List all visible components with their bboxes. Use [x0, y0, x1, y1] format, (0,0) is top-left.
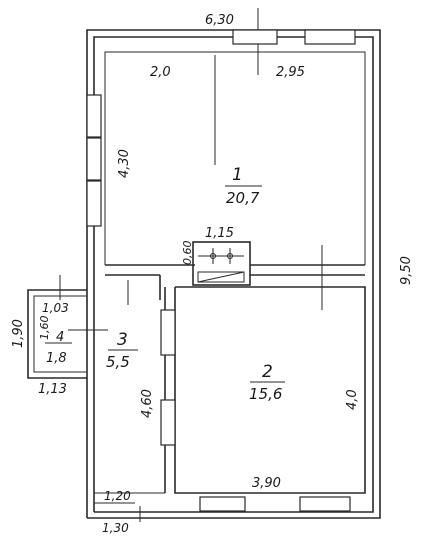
room-1-label: 1 20,7	[225, 165, 262, 207]
window-top-2	[304, 29, 356, 45]
window-room2-left-1	[160, 309, 176, 356]
room-3-label: 3 5,5	[106, 330, 138, 371]
room-4-area: 1,8	[46, 351, 67, 366]
window-room2-left-2	[160, 399, 176, 446]
dim-stove-width: 1,15	[205, 226, 234, 241]
window-left-1	[86, 94, 102, 138]
dim-corridor-inner-width: 1,20	[104, 489, 131, 503]
room-4-label: 4 1,8	[46, 330, 67, 366]
porch	[27, 289, 87, 379]
dim-room1-depth: 4,30	[117, 149, 132, 178]
dim-room1-left-width: 2,0	[150, 65, 171, 80]
room-1-number: 1	[232, 165, 243, 185]
window-left-3	[86, 180, 102, 227]
stove	[192, 241, 251, 286]
room-1-area: 20,7	[226, 189, 260, 207]
interior-walls	[94, 51, 366, 494]
window-bottom-1	[199, 496, 246, 512]
dim-porch-outer-width: 1,13	[38, 382, 67, 397]
dim-room1-right-width: 2,95	[276, 65, 305, 80]
dim-overall-depth: 9,50	[399, 256, 414, 285]
dim-stove-depth: 0,60	[181, 241, 194, 266]
dim-porch-inner-depth: 1,60	[38, 316, 51, 341]
room-3-number: 3	[117, 330, 128, 350]
room-2-area: 15,6	[249, 385, 282, 403]
dim-corridor-outer-width: 1,30	[102, 521, 129, 535]
dim-porch-inner-width: 1,03	[42, 301, 69, 315]
window-bottom-2	[299, 496, 351, 512]
dim-corridor-depth: 4,60	[140, 389, 155, 418]
window-top-1	[232, 29, 278, 45]
window-left-2	[86, 137, 102, 181]
dim-top-width: 6,30	[205, 13, 234, 28]
room-4-number: 4	[56, 330, 64, 345]
room-2-number: 2	[262, 362, 273, 382]
windows	[86, 29, 356, 512]
dim-porch-depth: 1,90	[11, 319, 26, 348]
dim-room2-depth: 4,0	[345, 389, 360, 410]
room-3-area: 5,5	[106, 353, 130, 371]
dim-room2-width: 3,90	[252, 476, 281, 491]
corridor-doorway	[94, 502, 141, 522]
room-2-label: 2 15,6	[249, 362, 285, 403]
